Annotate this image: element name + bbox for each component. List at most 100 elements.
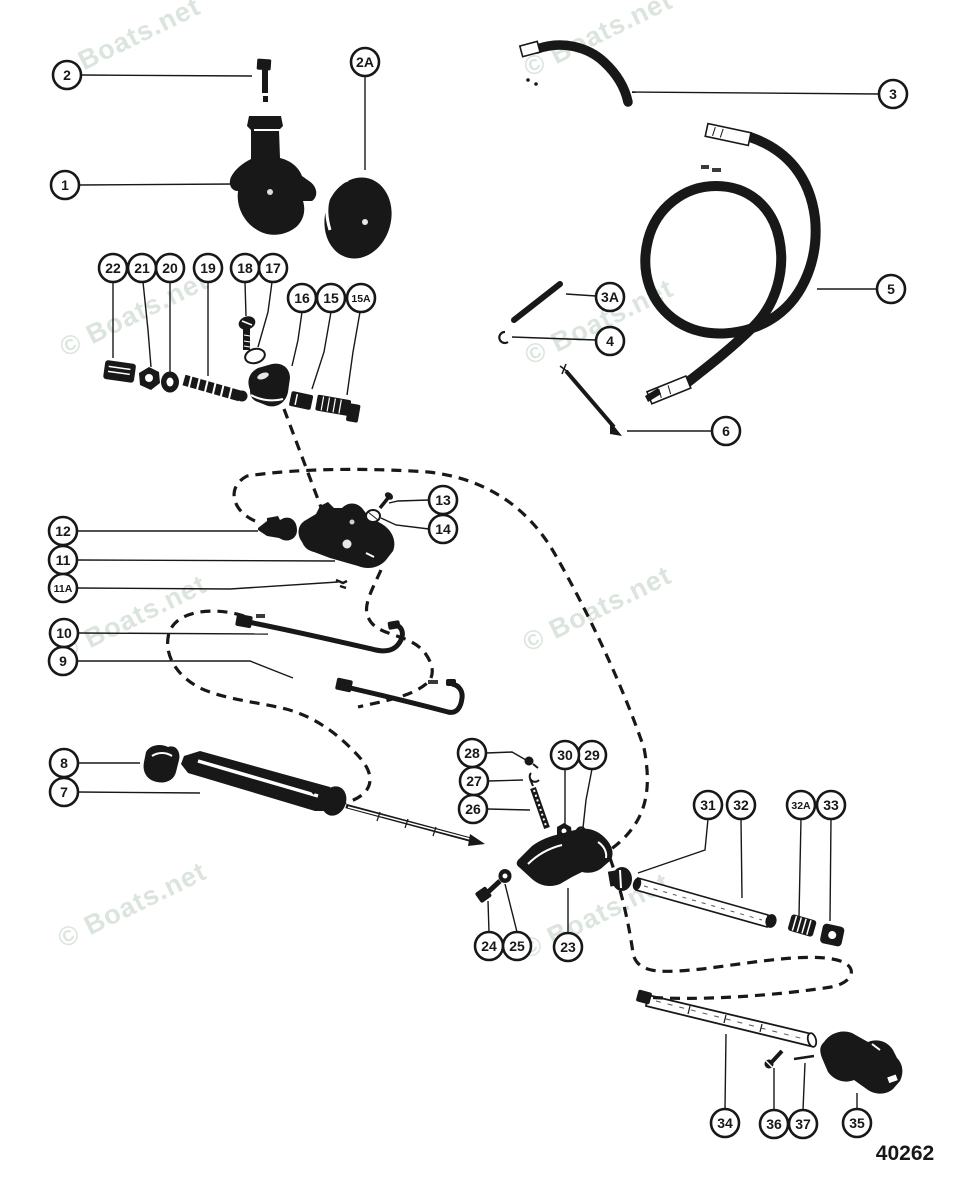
callout-2A[interactable]: 2A	[349, 46, 381, 170]
clip-11a-part	[335, 578, 348, 590]
callout-27[interactable]: 27	[458, 765, 524, 797]
callout-circle-3[interactable]	[877, 78, 909, 110]
leader-line-37	[802, 1062, 806, 1111]
callout-label-25: 25	[509, 938, 525, 954]
oring-17-part	[244, 347, 266, 365]
callout-circle-30[interactable]	[549, 739, 581, 771]
callout-23[interactable]: 23	[552, 888, 584, 963]
leader-line-15A	[346, 311, 361, 396]
callout-9[interactable]: 9	[47, 645, 294, 679]
callout-35[interactable]: 35	[841, 1093, 873, 1139]
callout-1[interactable]: 1	[49, 169, 236, 201]
callout-17[interactable]: 17	[257, 252, 289, 348]
callout-20[interactable]: 20	[154, 252, 186, 372]
callout-13[interactable]: 13	[388, 484, 459, 516]
screw-2-part	[256, 58, 272, 102]
spring-coupler-32a-part	[788, 914, 817, 937]
callout-10[interactable]: 10	[48, 617, 269, 649]
callout-34[interactable]: 34	[709, 1033, 741, 1139]
callout-8[interactable]: 8	[48, 747, 140, 779]
callout-circle-2[interactable]	[51, 59, 83, 91]
callout-36[interactable]: 36	[758, 1068, 790, 1140]
callout-18[interactable]: 18	[229, 252, 261, 317]
callout-circle-31[interactable]	[692, 789, 724, 821]
callout-circle-32A[interactable]	[785, 789, 817, 821]
callout-2[interactable]: 2	[51, 59, 253, 91]
callout-30[interactable]: 30	[549, 739, 581, 825]
callout-circle-28[interactable]	[456, 737, 488, 769]
callout-37[interactable]: 37	[787, 1062, 819, 1140]
callout-32A[interactable]: 32A	[785, 789, 817, 917]
callout-label-20: 20	[162, 260, 178, 276]
callout-15A[interactable]: 15A	[345, 282, 377, 396]
callout-circle-34[interactable]	[709, 1107, 741, 1139]
knob-8-part	[143, 744, 180, 783]
callout-circle-18[interactable]	[229, 252, 261, 284]
callout-label-16: 16	[294, 290, 310, 306]
leader-line-17	[257, 281, 273, 348]
callout-circle-15A[interactable]	[345, 282, 377, 314]
callout-circle-3A[interactable]	[594, 281, 626, 313]
callout-11A[interactable]: 11A	[47, 572, 339, 604]
callout-circle-16[interactable]	[286, 282, 318, 314]
callout-22[interactable]: 22	[97, 252, 129, 358]
leader-line-18	[244, 281, 247, 317]
callout-12[interactable]: 12	[47, 515, 258, 547]
callout-25[interactable]: 25	[501, 883, 533, 962]
callout-circle-11A[interactable]	[47, 572, 79, 604]
callout-circle-32[interactable]	[725, 789, 757, 821]
callout-6[interactable]: 6	[627, 415, 742, 447]
tube-34-part	[636, 989, 818, 1048]
leader-line-31	[637, 818, 709, 874]
pin-3a-part	[511, 281, 563, 323]
callout-3A[interactable]: 3A	[565, 281, 626, 313]
callout-15[interactable]: 15	[311, 282, 347, 390]
callout-circle-5[interactable]	[875, 273, 907, 305]
callout-32[interactable]: 32	[725, 789, 757, 899]
callout-circle-35[interactable]	[841, 1107, 873, 1139]
callout-label-19: 19	[200, 260, 216, 276]
callout-circle-23[interactable]	[552, 931, 584, 963]
tube-9-part	[335, 677, 465, 715]
callout-label-9: 9	[59, 653, 67, 669]
callout-19[interactable]: 19	[192, 252, 224, 376]
callout-circle-4[interactable]	[594, 325, 626, 357]
callout-16[interactable]: 16	[286, 282, 318, 367]
callout-label-35: 35	[849, 1115, 865, 1131]
callout-circle-19[interactable]	[192, 252, 224, 284]
callout-circle-6[interactable]	[710, 415, 742, 447]
print-artifacts	[256, 165, 721, 684]
callout-31[interactable]: 31	[637, 789, 724, 874]
callout-circle-22[interactable]	[97, 252, 129, 284]
tube-10-part	[235, 614, 405, 654]
callout-28[interactable]: 28	[456, 737, 527, 769]
callout-14[interactable]: 14	[380, 513, 459, 545]
callout-24[interactable]: 24	[473, 900, 505, 962]
watermark-text: © Boats.net	[519, 0, 677, 83]
callout-29[interactable]: 29	[576, 739, 608, 829]
leader-line-2	[80, 74, 253, 77]
callout-circle-1[interactable]	[49, 169, 81, 201]
pin-37-part	[793, 1054, 815, 1061]
callout-label-13: 13	[435, 492, 451, 508]
callout-circle-12[interactable]	[47, 515, 79, 547]
callout-label-2A: 2A	[356, 54, 374, 70]
callout-33[interactable]: 33	[815, 789, 847, 922]
callout-5[interactable]: 5	[817, 273, 907, 305]
callout-4[interactable]: 4	[511, 325, 626, 357]
callout-7[interactable]: 7	[48, 776, 201, 808]
callout-3[interactable]: 3	[631, 78, 909, 110]
leader-line-3	[631, 91, 880, 95]
bolt-24-part	[475, 879, 502, 903]
callout-circle-25[interactable]	[501, 930, 533, 962]
callout-circle-14[interactable]	[427, 513, 459, 545]
callout-circle-2A[interactable]	[349, 46, 381, 78]
callout-label-11A: 11A	[54, 583, 73, 595]
callout-circle-37[interactable]	[787, 1108, 819, 1140]
callout-11[interactable]: 11	[47, 544, 336, 576]
callout-circle-33[interactable]	[815, 789, 847, 821]
washer-14-part	[365, 509, 381, 523]
callout-circle-10[interactable]	[48, 617, 80, 649]
callout-26[interactable]: 26	[457, 793, 531, 825]
callout-circle-8[interactable]	[48, 747, 80, 779]
